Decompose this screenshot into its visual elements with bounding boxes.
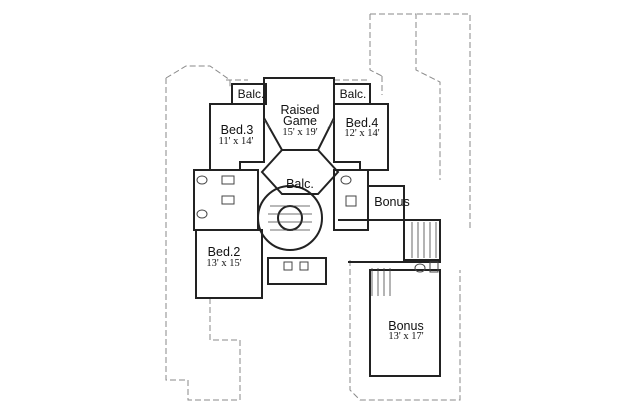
bed4-label: Bed.4 [345, 116, 379, 130]
raised-game-dimension: 15' x 19' [282, 127, 318, 138]
raised-game-label-line1: Raised [280, 103, 320, 117]
balcony-right-label: Balc. [339, 87, 367, 101]
bed2-label: Bed.2 [207, 245, 241, 259]
bonus-large-label: Bonus [388, 319, 424, 333]
stair-treads [268, 205, 437, 296]
bed4-dimension: 12' x 14' [344, 128, 380, 139]
balcony-center-label: Balc. [286, 177, 314, 191]
roof-outline [165, 13, 471, 401]
bonus-large-dimension: 13' x 17' [388, 331, 424, 342]
bed2-dimension: 13' x 15' [206, 258, 242, 269]
walls [193, 77, 441, 377]
fixtures [196, 119, 439, 273]
raised-game-label-line2: Game [282, 114, 318, 128]
balcony-left-label: Balc. [237, 87, 265, 101]
bed3-dimension: 11' x 14' [218, 136, 254, 147]
bonus-small-label: Bonus [374, 195, 410, 209]
bed3-label: Bed.3 [220, 123, 254, 137]
